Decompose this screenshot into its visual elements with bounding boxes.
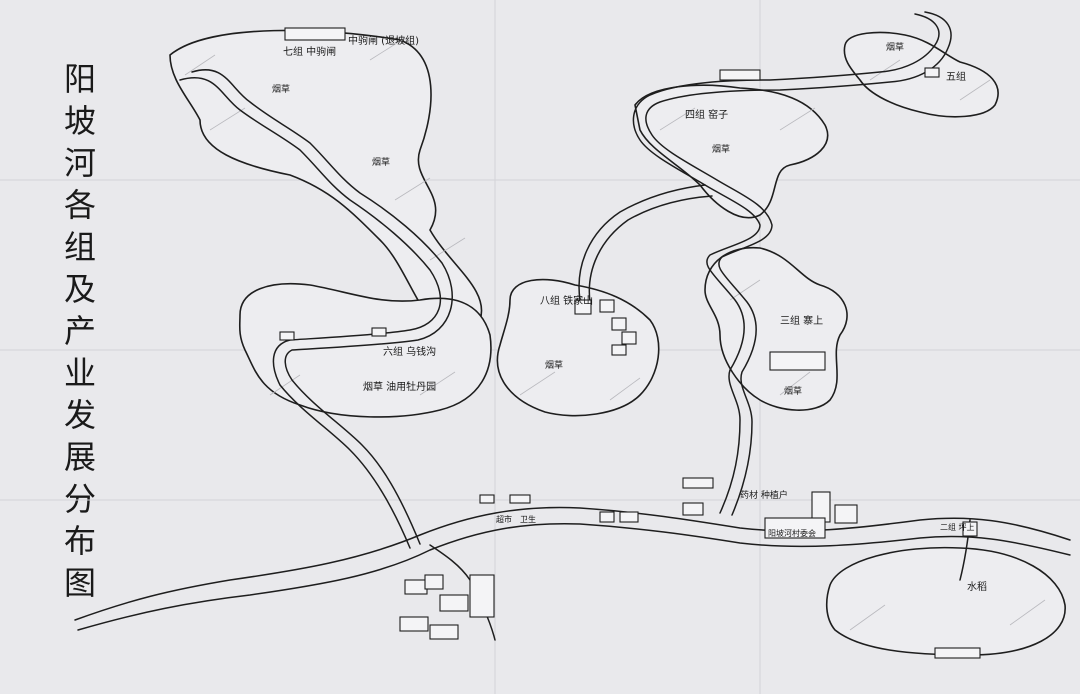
label-group6-b: 烟草 油用牡丹园 xyxy=(363,380,436,393)
label-tobacco-ne-top: 烟草 xyxy=(886,41,904,53)
label-group8: 八组 铁家山 xyxy=(540,294,593,307)
road-northwest-alt xyxy=(191,69,453,545)
label-group7: 七组 中驹闸 xyxy=(283,45,336,58)
building xyxy=(399,616,429,632)
road-north-central-alt xyxy=(645,11,952,516)
building xyxy=(611,317,627,331)
building xyxy=(924,67,940,78)
building xyxy=(469,574,495,618)
label-group6: 六组 乌钱沟 xyxy=(383,345,436,358)
road-to-group8 xyxy=(578,184,706,301)
zone-group4 xyxy=(634,84,829,219)
label-group5: 五组 xyxy=(946,70,966,83)
building xyxy=(284,27,346,41)
building xyxy=(621,331,637,345)
label-town: 阳坡河村委会 xyxy=(768,528,816,538)
label-group3: 三组 寨上 xyxy=(780,314,823,327)
buildings xyxy=(279,27,981,659)
label-medicine: 药材 种植户 xyxy=(740,489,788,501)
building xyxy=(769,351,826,371)
building xyxy=(934,647,981,659)
label-water: 水稻 xyxy=(967,581,987,593)
building xyxy=(479,494,495,504)
label-tobacco-mid: 烟草 xyxy=(545,359,563,371)
building xyxy=(599,511,615,523)
road-northwest xyxy=(179,77,441,549)
building xyxy=(424,574,444,590)
hatch-texture xyxy=(184,37,1046,631)
building xyxy=(509,494,531,504)
building xyxy=(682,477,714,489)
building xyxy=(619,511,639,523)
zone-group8 xyxy=(496,278,660,417)
building xyxy=(611,344,627,356)
building xyxy=(574,299,592,315)
label-tobacco-ne: 烟草 xyxy=(712,143,730,155)
building xyxy=(719,69,761,81)
label-tobacco-nw2: 烟草 xyxy=(372,156,390,168)
building xyxy=(682,502,704,516)
building xyxy=(764,517,826,539)
road-to-group8-alt xyxy=(588,195,713,303)
building xyxy=(834,504,858,524)
building xyxy=(429,624,459,640)
label-group2: 二组 坪上 xyxy=(940,522,975,532)
building xyxy=(404,579,428,595)
river-upper-bank xyxy=(74,506,1071,621)
building xyxy=(371,327,387,337)
label-shop2: 卫生 xyxy=(520,514,536,524)
building xyxy=(439,594,469,612)
label-shop1: 超市 xyxy=(496,514,512,524)
zone-group3 xyxy=(704,246,848,411)
building xyxy=(962,521,978,537)
zone-water xyxy=(825,546,1066,656)
zone-group6 xyxy=(238,283,492,418)
map-title: 阳坡河各组及产业发展分布图 xyxy=(59,62,97,608)
river-lower-bank xyxy=(77,522,1071,631)
building xyxy=(599,299,615,313)
label-tobacco-nw: 烟草 xyxy=(272,83,290,95)
building xyxy=(279,331,295,341)
road-north-central xyxy=(632,13,940,514)
label-group7-b: 中驹闸 (退坡组) xyxy=(348,34,419,47)
label-tobacco-e: 烟草 xyxy=(784,385,802,397)
label-group4: 四组 窑子 xyxy=(685,108,728,121)
